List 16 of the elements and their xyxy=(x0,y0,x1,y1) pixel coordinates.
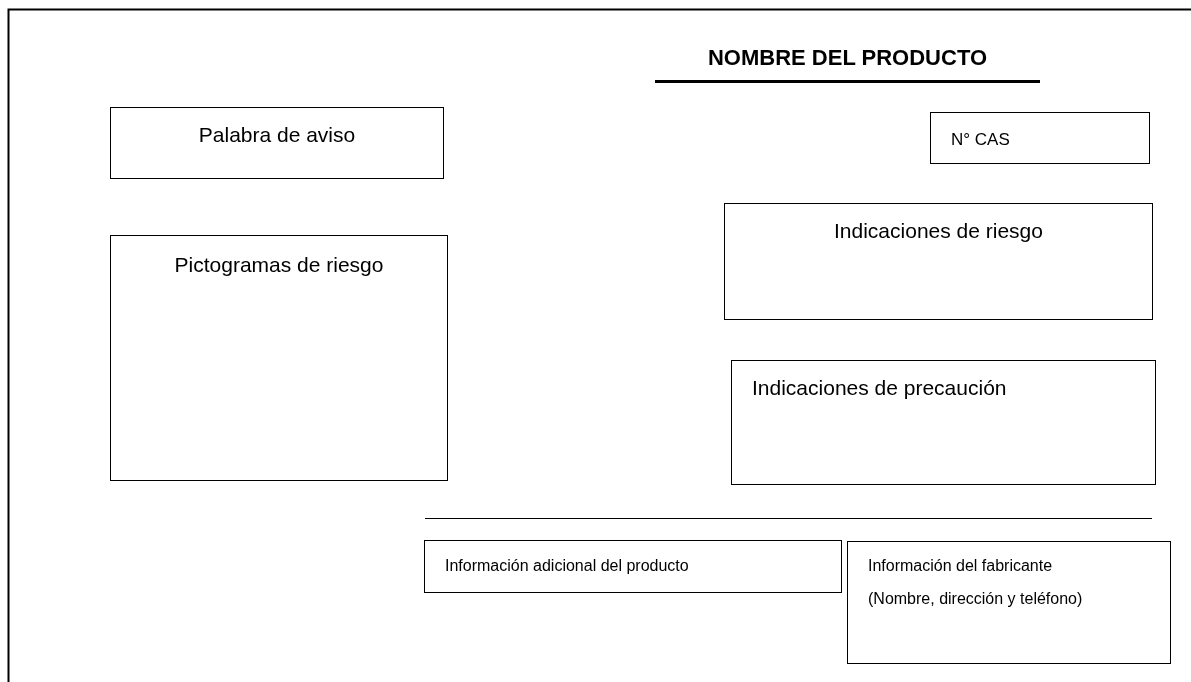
text-box xyxy=(930,112,1150,164)
box-label: Indicaciones de riesgo xyxy=(833,218,1044,244)
box-label: Pictogramas de riesgo xyxy=(173,252,385,278)
text-box xyxy=(847,541,1171,664)
box-label: N° CAS xyxy=(951,130,1011,151)
text-box xyxy=(424,540,842,593)
box-note: (Nombre, dirección y teléfono) xyxy=(868,589,1084,609)
box-label: Información del fabricante xyxy=(868,556,1054,576)
text-box xyxy=(110,235,448,481)
box-label: Información adicional del producto xyxy=(445,556,690,576)
box-label: Palabra de aviso xyxy=(197,122,357,148)
text-box xyxy=(724,203,1153,320)
title-heading: NOMBRE DEL PRODUCTO xyxy=(655,44,1040,83)
box-label: Indicaciones de precaución xyxy=(752,375,1008,401)
text-box xyxy=(110,107,444,179)
text-box xyxy=(731,360,1156,485)
